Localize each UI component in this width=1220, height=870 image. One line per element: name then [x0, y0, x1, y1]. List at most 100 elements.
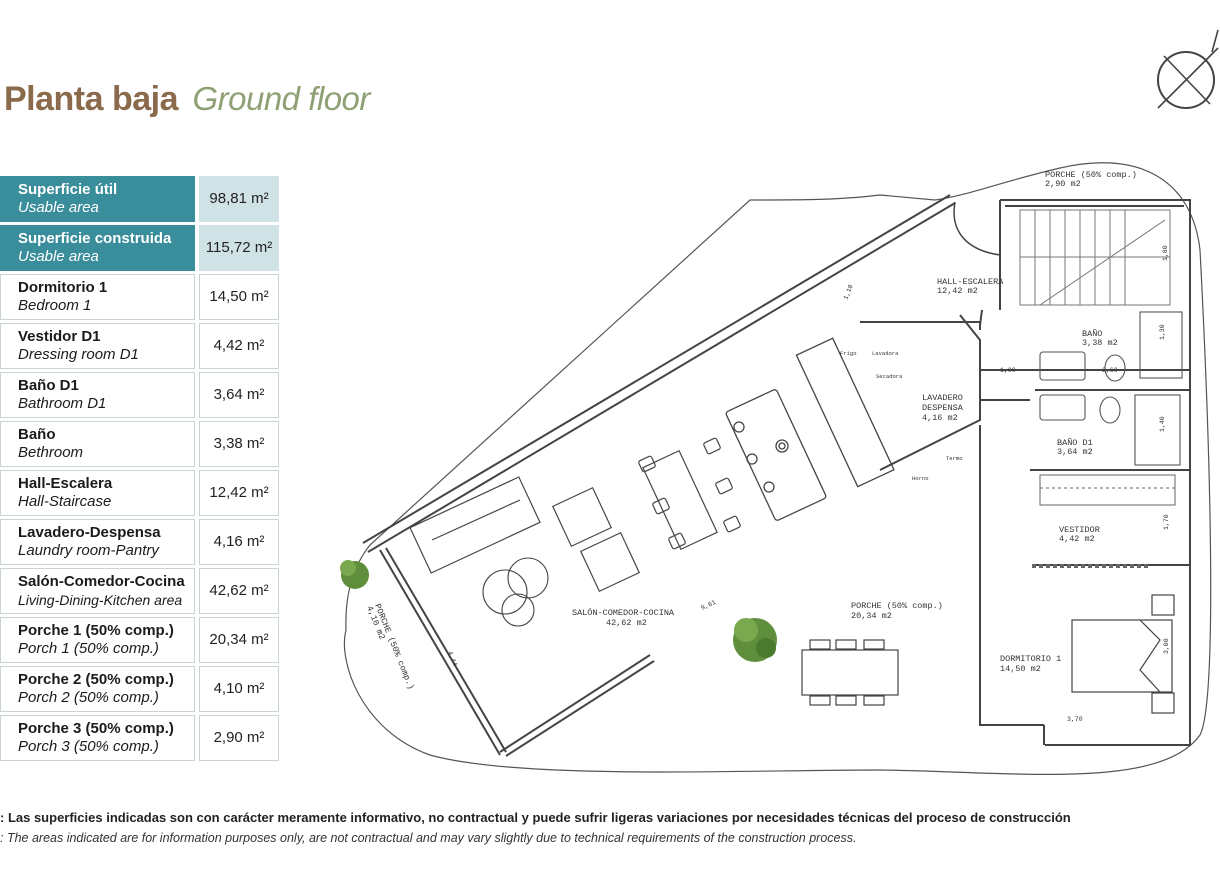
dormitorio-label: DORMITORIO 1: [1000, 654, 1061, 664]
area-name-en: Bathroom D1: [18, 395, 107, 412]
hall-area: 12,42 m2: [937, 286, 978, 296]
title-spanish: Planta baja: [4, 80, 179, 118]
area-row: Superficie útil Usable area 98,81 m²: [0, 176, 284, 222]
area-table: Superficie útil Usable area 98,81 m² Sup…: [0, 176, 284, 764]
despensa-label: DESPENSA: [922, 403, 964, 413]
area-name-es: Porche 1 (50% comp.): [18, 622, 174, 639]
dimension-labels: 1,00 2,60 1,30 1,40 1,80 3,70 9,61 4,44 …: [446, 245, 1170, 723]
north-arrow-icon: [1157, 29, 1219, 109]
boiler-label: Termo: [946, 455, 963, 462]
area-label-cell: Dormitorio 1 Bedroom 1: [0, 274, 195, 320]
bano-label: BAÑO: [1082, 328, 1102, 339]
washer-label: Lavadora: [872, 350, 899, 357]
title-english: Ground floor: [192, 80, 370, 117]
area-name-en: Laundry room-Pantry: [18, 542, 159, 559]
wardrobe: [1032, 474, 1176, 568]
area-label-cell: Porche 1 (50% comp.) Porch 1 (50% comp.): [0, 617, 195, 663]
area-value: 12,42 m²: [199, 470, 279, 516]
dim-label: 1,00: [1000, 367, 1016, 374]
dryer-label: Secadora: [876, 373, 903, 380]
area-row: Porche 3 (50% comp.) Porch 3 (50% comp.)…: [0, 715, 284, 761]
area-row: Baño D1 Bathroom D1 3,64 m²: [0, 372, 284, 418]
tree-icon: [733, 618, 777, 662]
salon-label: SALÓN-COMEDOR-COCINA: [572, 607, 675, 618]
staircase: [1019, 209, 1171, 306]
lavadero-area: 4,16 m2: [922, 413, 958, 423]
porch-top-area: 2,90 m2: [1045, 179, 1081, 189]
dim-label: 3,00: [1163, 638, 1170, 654]
dim-label: 1,40: [1159, 416, 1166, 432]
area-name-es: Porche 2 (50% comp.): [18, 671, 174, 688]
area-name-en: Dressing room D1: [18, 346, 139, 363]
dim-label: 9,61: [700, 599, 717, 612]
dim-label: 1,30: [1159, 324, 1166, 340]
area-label-cell: Hall-Escalera Hall-Staircase: [0, 470, 195, 516]
area-value: 98,81 m²: [199, 176, 279, 222]
area-value: 20,34 m²: [199, 617, 279, 663]
area-value: 14,50 m²: [199, 274, 279, 320]
area-label-cell: Superficie construida Usable area: [0, 225, 195, 271]
area-label-cell: Baño Bethroom: [0, 421, 195, 467]
kitchen-counter: [725, 337, 895, 521]
area-value: 42,62 m²: [199, 568, 279, 614]
floor-plan: PORCHE (50% comp.) 2,90 m2 HALL-ESCALERA…: [340, 162, 1212, 775]
area-name-es: Superficie útil: [18, 181, 118, 198]
area-row: Lavadero-Despensa Laundry room-Pantry 4,…: [0, 519, 284, 565]
area-row: Porche 1 (50% comp.) Porch 1 (50% comp.)…: [0, 617, 284, 663]
area-name-en: Hall-Staircase: [18, 493, 112, 510]
disclaimer-spanish: : Las superficies indicadas son con cará…: [0, 810, 1071, 825]
dim-label: 2,60: [1102, 367, 1118, 374]
porche-right-area: 20,34 m2: [851, 611, 892, 621]
vestidor-label: VESTIDOR: [1059, 525, 1100, 535]
tree-icon: [340, 560, 369, 589]
hall-curve-wall: [953, 201, 1001, 256]
area-row: Hall-Escalera Hall-Staircase 12,42 m²: [0, 470, 284, 516]
porch-table: [801, 639, 899, 706]
oven-label: Horno: [912, 475, 929, 482]
area-name-es: Baño: [18, 426, 56, 443]
area-name-en: Porch 2 (50% comp.): [18, 689, 159, 706]
area-value: 4,42 m²: [199, 323, 279, 369]
bano-d1-area: 3,64 m2: [1057, 447, 1093, 457]
site-outline: [343, 162, 1212, 775]
disclaimer-english: : The areas indicated are for informatio…: [0, 831, 857, 845]
bathroom-fixtures: [1039, 311, 1183, 466]
area-label-cell: Superficie útil Usable area: [0, 176, 195, 222]
coffee-table: [482, 557, 549, 627]
area-name-en: Porch 1 (50% comp.): [18, 640, 159, 657]
area-name-es: Vestidor D1: [18, 328, 101, 345]
hall-label: HALL-ESCALERA: [937, 277, 1004, 287]
area-name-es: Lavadero-Despensa: [18, 524, 161, 541]
fridge-label: Frigo: [840, 350, 857, 357]
area-name-en: Bedroom 1: [18, 297, 92, 314]
area-value: 3,38 m²: [199, 421, 279, 467]
fixture-labels: Frigo Lavadora Secadora Termo Horno: [840, 350, 963, 482]
dining-table: [638, 437, 741, 551]
area-name-es: Hall-Escalera: [18, 475, 113, 492]
bano-area: 3,38 m2: [1082, 338, 1118, 348]
sofa: [409, 476, 641, 593]
area-row: Salón-Comedor-Cocina Living-Dining-Kitch…: [0, 568, 284, 614]
bed: [1071, 594, 1175, 714]
area-value: 3,64 m²: [199, 372, 279, 418]
dim-label: 1,70: [1163, 514, 1170, 530]
area-name-es: Porche 3 (50% comp.): [18, 720, 174, 737]
salon-area: 42,62 m2: [606, 618, 647, 628]
page-title: Planta baja Ground floor: [4, 80, 370, 119]
area-value: 4,16 m²: [199, 519, 279, 565]
area-row: Baño Bethroom 3,38 m²: [0, 421, 284, 467]
disclaimer: : Las superficies indicadas son con cará…: [0, 810, 1220, 845]
dim-label: 1,10: [842, 284, 854, 301]
area-row: Superficie construida Usable area 115,72…: [0, 225, 284, 271]
area-label-cell: Porche 2 (50% comp.) Porch 2 (50% comp.): [0, 666, 195, 712]
area-name-es: Baño D1: [18, 377, 79, 394]
area-label-cell: Baño D1 Bathroom D1: [0, 372, 195, 418]
area-name-es: Superficie construida: [18, 230, 172, 247]
area-row: Dormitorio 1 Bedroom 1 14,50 m²: [0, 274, 284, 320]
area-label-cell: Salón-Comedor-Cocina Living-Dining-Kitch…: [0, 568, 195, 614]
area-value: 115,72 m²: [199, 225, 279, 271]
area-label-cell: Vestidor D1 Dressing room D1: [0, 323, 195, 369]
area-name-es: Dormitorio 1: [18, 279, 108, 296]
porch-top-label: PORCHE (50% comp.): [1045, 170, 1137, 180]
area-name-en: Living-Dining-Kitchen area: [18, 592, 183, 608]
